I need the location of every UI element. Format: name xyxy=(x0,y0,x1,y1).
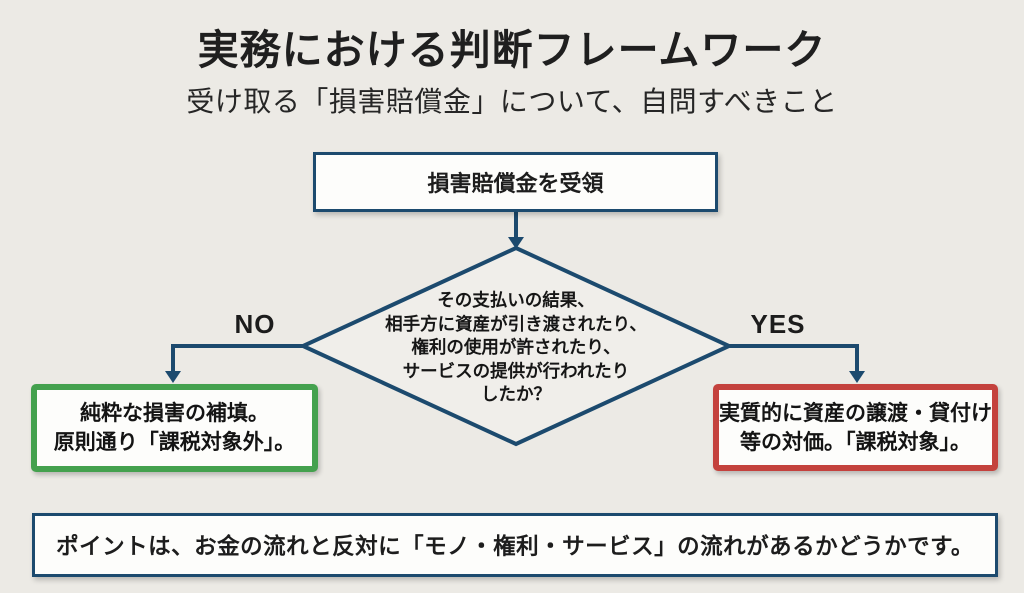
arrowhead-yes-branch xyxy=(849,371,865,383)
start-box-label: 損害賠償金を受領 xyxy=(427,171,604,196)
no-result-line: 原則通り「課税対象外」。 xyxy=(53,431,296,454)
yes-result-line: 等の対価。「課税対象」。 xyxy=(740,430,971,454)
arrowhead-to-decision xyxy=(508,237,524,249)
decision-diamond-shape xyxy=(298,245,734,447)
start-box: 損害賠償金を受領 xyxy=(313,152,718,212)
decision-line: 権利の使用が許されたり、 xyxy=(411,337,621,357)
decision-line: その支払いの結果、 xyxy=(437,290,595,310)
decision-line: 相手方に資産が引き渡されたり、 xyxy=(385,313,647,334)
no-result-line: 純粋な損害の補填。 xyxy=(80,402,269,425)
key-point-box: ポイントは、お金の流れと反対に「モノ・権利・サービス」の流れがあるかどうかです。 xyxy=(32,513,998,577)
connector-yes-branch xyxy=(727,344,859,373)
yes-result-box: 実質的に資産の譲渡・貸付け 等の対価。「課税対象」。 xyxy=(713,384,998,471)
no-result-box: 純粋な損害の補填。 原則通り「課税対象外」。 xyxy=(31,384,318,472)
no-branch-label: NO xyxy=(234,309,276,339)
decision-question: その支払いの結果、 相手方に資産が引き渡されたり、 権利の使用が許されたり、 サ… xyxy=(346,289,686,407)
arrowhead-no-branch xyxy=(165,371,181,383)
decision-line: したか？ xyxy=(481,384,551,404)
yes-result-line: 実質的に資産の譲渡・貸付け xyxy=(719,401,992,425)
yes-branch-label: YES xyxy=(750,309,806,339)
connector-no-branch xyxy=(171,344,305,373)
page-subtitle: 受け取る「損害賠償金」について、自問すべきこと xyxy=(186,86,838,117)
decision-line: サービスの提供が行われたり xyxy=(402,360,630,381)
page-title: 実務における判断フレームワーク xyxy=(197,27,827,73)
key-point-text: ポイントは、お金の流れと反対に「モノ・権利・サービス」の流れがあるかどうかです。 xyxy=(56,534,974,559)
